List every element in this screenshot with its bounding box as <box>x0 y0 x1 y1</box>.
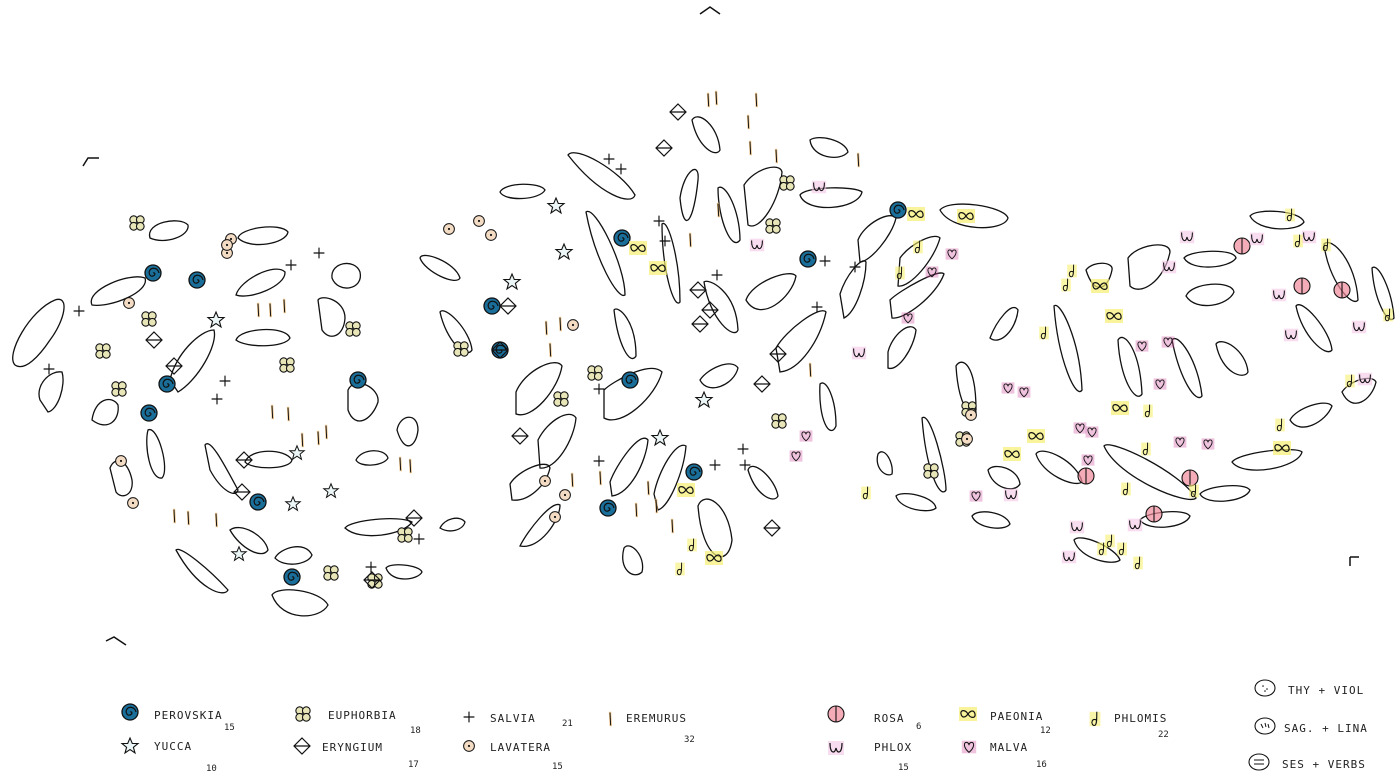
plus-icon <box>463 711 475 723</box>
legend-label: SAG. + LINA <box>1284 722 1368 735</box>
legend-count: 32 <box>684 735 695 745</box>
legend-item-sage-linaria: SAG. + LINA <box>1254 717 1368 735</box>
legend-item-yucca: YUCCA 10 <box>121 737 217 774</box>
hook-icon <box>1088 711 1102 727</box>
legend-count: 22 <box>1158 730 1169 740</box>
legend-label: MALVA <box>990 741 1028 754</box>
legend-item-eryngium: ERYNGIUM 17 <box>293 737 419 770</box>
legend-label: THY + VIOL <box>1288 684 1364 697</box>
legend: PEROVSKIA 15 YUCCA 10 EUPHORBIA 18 ERYNG… <box>121 679 1368 774</box>
corner-marks <box>82 6 1359 646</box>
legend-item-paeonia: PAEONIA 12 <box>958 706 1051 736</box>
clover-icon <box>295 706 311 722</box>
perovskia-plants <box>140 201 907 586</box>
legend-count: 15 <box>224 723 235 733</box>
small-circle-icon <box>463 740 475 752</box>
infinity-icon <box>958 706 978 722</box>
legend-item-malva: MALVA 16 <box>961 740 1047 770</box>
legend-label: ROSA <box>874 712 905 725</box>
legend-count: 16 <box>1036 760 1047 770</box>
legend-label: EUPHORBIA <box>328 709 397 722</box>
star-icon <box>121 737 139 754</box>
legend-count: 21 <box>562 719 573 729</box>
legend-count: 6 <box>916 722 921 732</box>
pink-split-circle-icon <box>827 705 845 723</box>
dotted-oval-icon <box>1254 679 1276 697</box>
legend-label: LAVATERA <box>490 741 551 754</box>
legend-item-lavatera: LAVATERA 15 <box>463 740 563 772</box>
lined-oval-icon <box>1248 753 1270 771</box>
legend-label: PEROVSKIA <box>154 709 223 722</box>
paeonia-plants <box>628 206 1292 566</box>
legend-label: SES + VERBS <box>1282 758 1366 771</box>
lavatera-plants <box>115 215 977 523</box>
heart-icon <box>961 740 977 754</box>
legend-label: PAEONIA <box>990 710 1043 723</box>
diamond-icon <box>293 737 311 755</box>
legend-label: EREMURUS <box>626 712 687 725</box>
legend-item-eremurus: EREMURUS 32 <box>608 710 695 745</box>
legend-count: 17 <box>408 760 419 770</box>
legend-item-rosa: ROSA 6 <box>827 705 921 732</box>
right-planting-bed <box>839 203 1395 563</box>
legend-item-phlox: PHLOX 15 <box>827 740 912 773</box>
malva-plants <box>789 247 1215 503</box>
legend-item-euphorbia: EUPHORBIA 18 <box>295 706 421 736</box>
dashed-oval-icon <box>1254 717 1276 735</box>
spike-icon <box>608 710 613 728</box>
w-icon <box>827 740 845 756</box>
legend-count: 15 <box>898 763 909 773</box>
phlomis-plants <box>674 208 1394 576</box>
legend-count: 10 <box>206 764 217 774</box>
phlox-plants <box>749 180 1373 564</box>
legend-count: 12 <box>1040 726 1051 736</box>
blue-spiral-circle-icon <box>121 703 139 721</box>
legend-item-salvia: SALVIA 21 <box>463 711 573 729</box>
legend-count: 18 <box>410 726 421 736</box>
legend-label: SALVIA <box>490 712 536 725</box>
legend-item-sesleria-verbena: SES + VERBS <box>1248 753 1366 771</box>
legend-count: 15 <box>552 762 563 772</box>
legend-label: PHLOMIS <box>1114 712 1167 725</box>
legend-item-perovskia: PEROVSKIA 15 <box>121 703 235 733</box>
left-planting-bed <box>12 220 466 617</box>
rosa-plants <box>1077 237 1351 523</box>
legend-label: ERYNGIUM <box>322 741 383 754</box>
legend-label: YUCCA <box>154 740 192 753</box>
middle-planting-bed <box>419 116 863 576</box>
legend-item-phlomis: PHLOMIS 22 <box>1088 711 1169 740</box>
legend-item-thyme-viola: THY + VIOL <box>1254 679 1364 697</box>
legend-label: PHLOX <box>874 741 912 754</box>
